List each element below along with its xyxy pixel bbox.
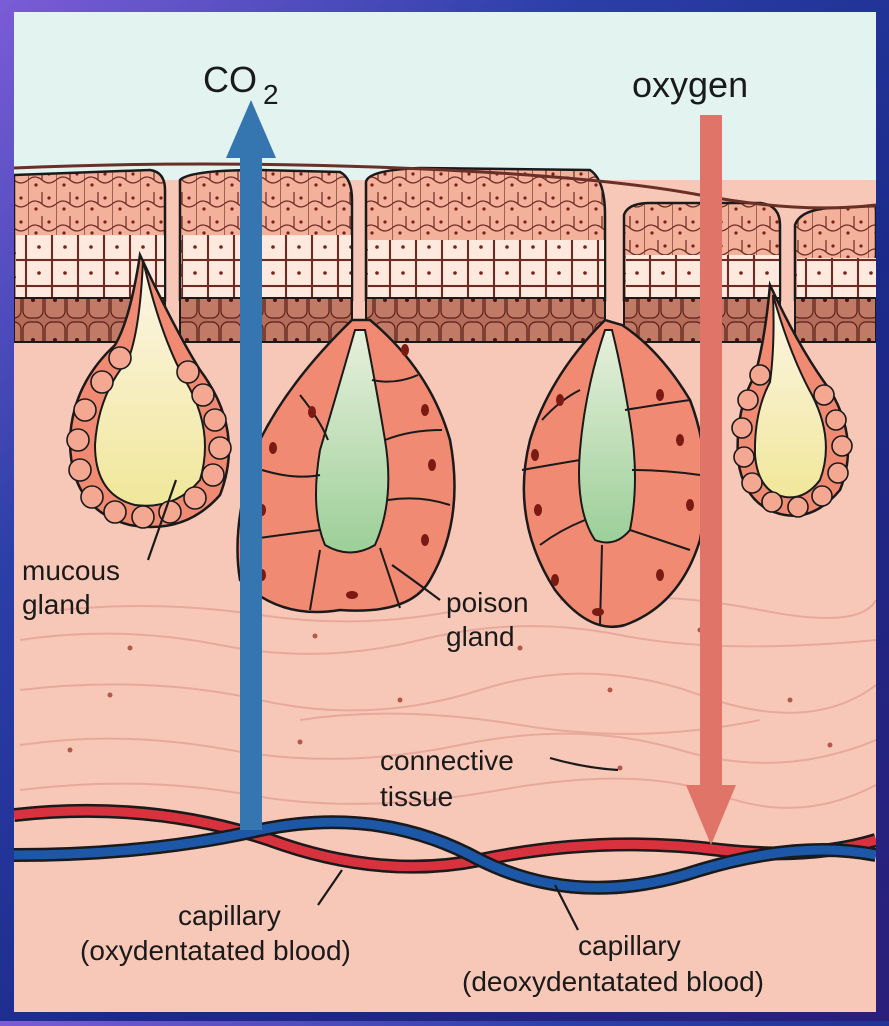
- poison-gland-label-1: poison: [446, 587, 529, 618]
- connective-label-2: tissue: [380, 781, 453, 812]
- capillary-deoxy-label-2: (deoxydentatated blood): [462, 966, 764, 997]
- oxygen-label: oxygen: [632, 64, 748, 105]
- mucous-gland-label-1: mucous: [22, 555, 120, 586]
- capillary-oxy-label-2: (oxydentatated blood): [80, 935, 351, 966]
- mucous-gland-label-2: gland: [22, 589, 91, 620]
- capillary-deoxy-label-1: capillary: [578, 930, 681, 961]
- poison-gland-label-2: gland: [446, 621, 515, 652]
- capillary-oxy-label-1: capillary: [178, 900, 281, 931]
- connective-label-1: connective: [380, 745, 514, 776]
